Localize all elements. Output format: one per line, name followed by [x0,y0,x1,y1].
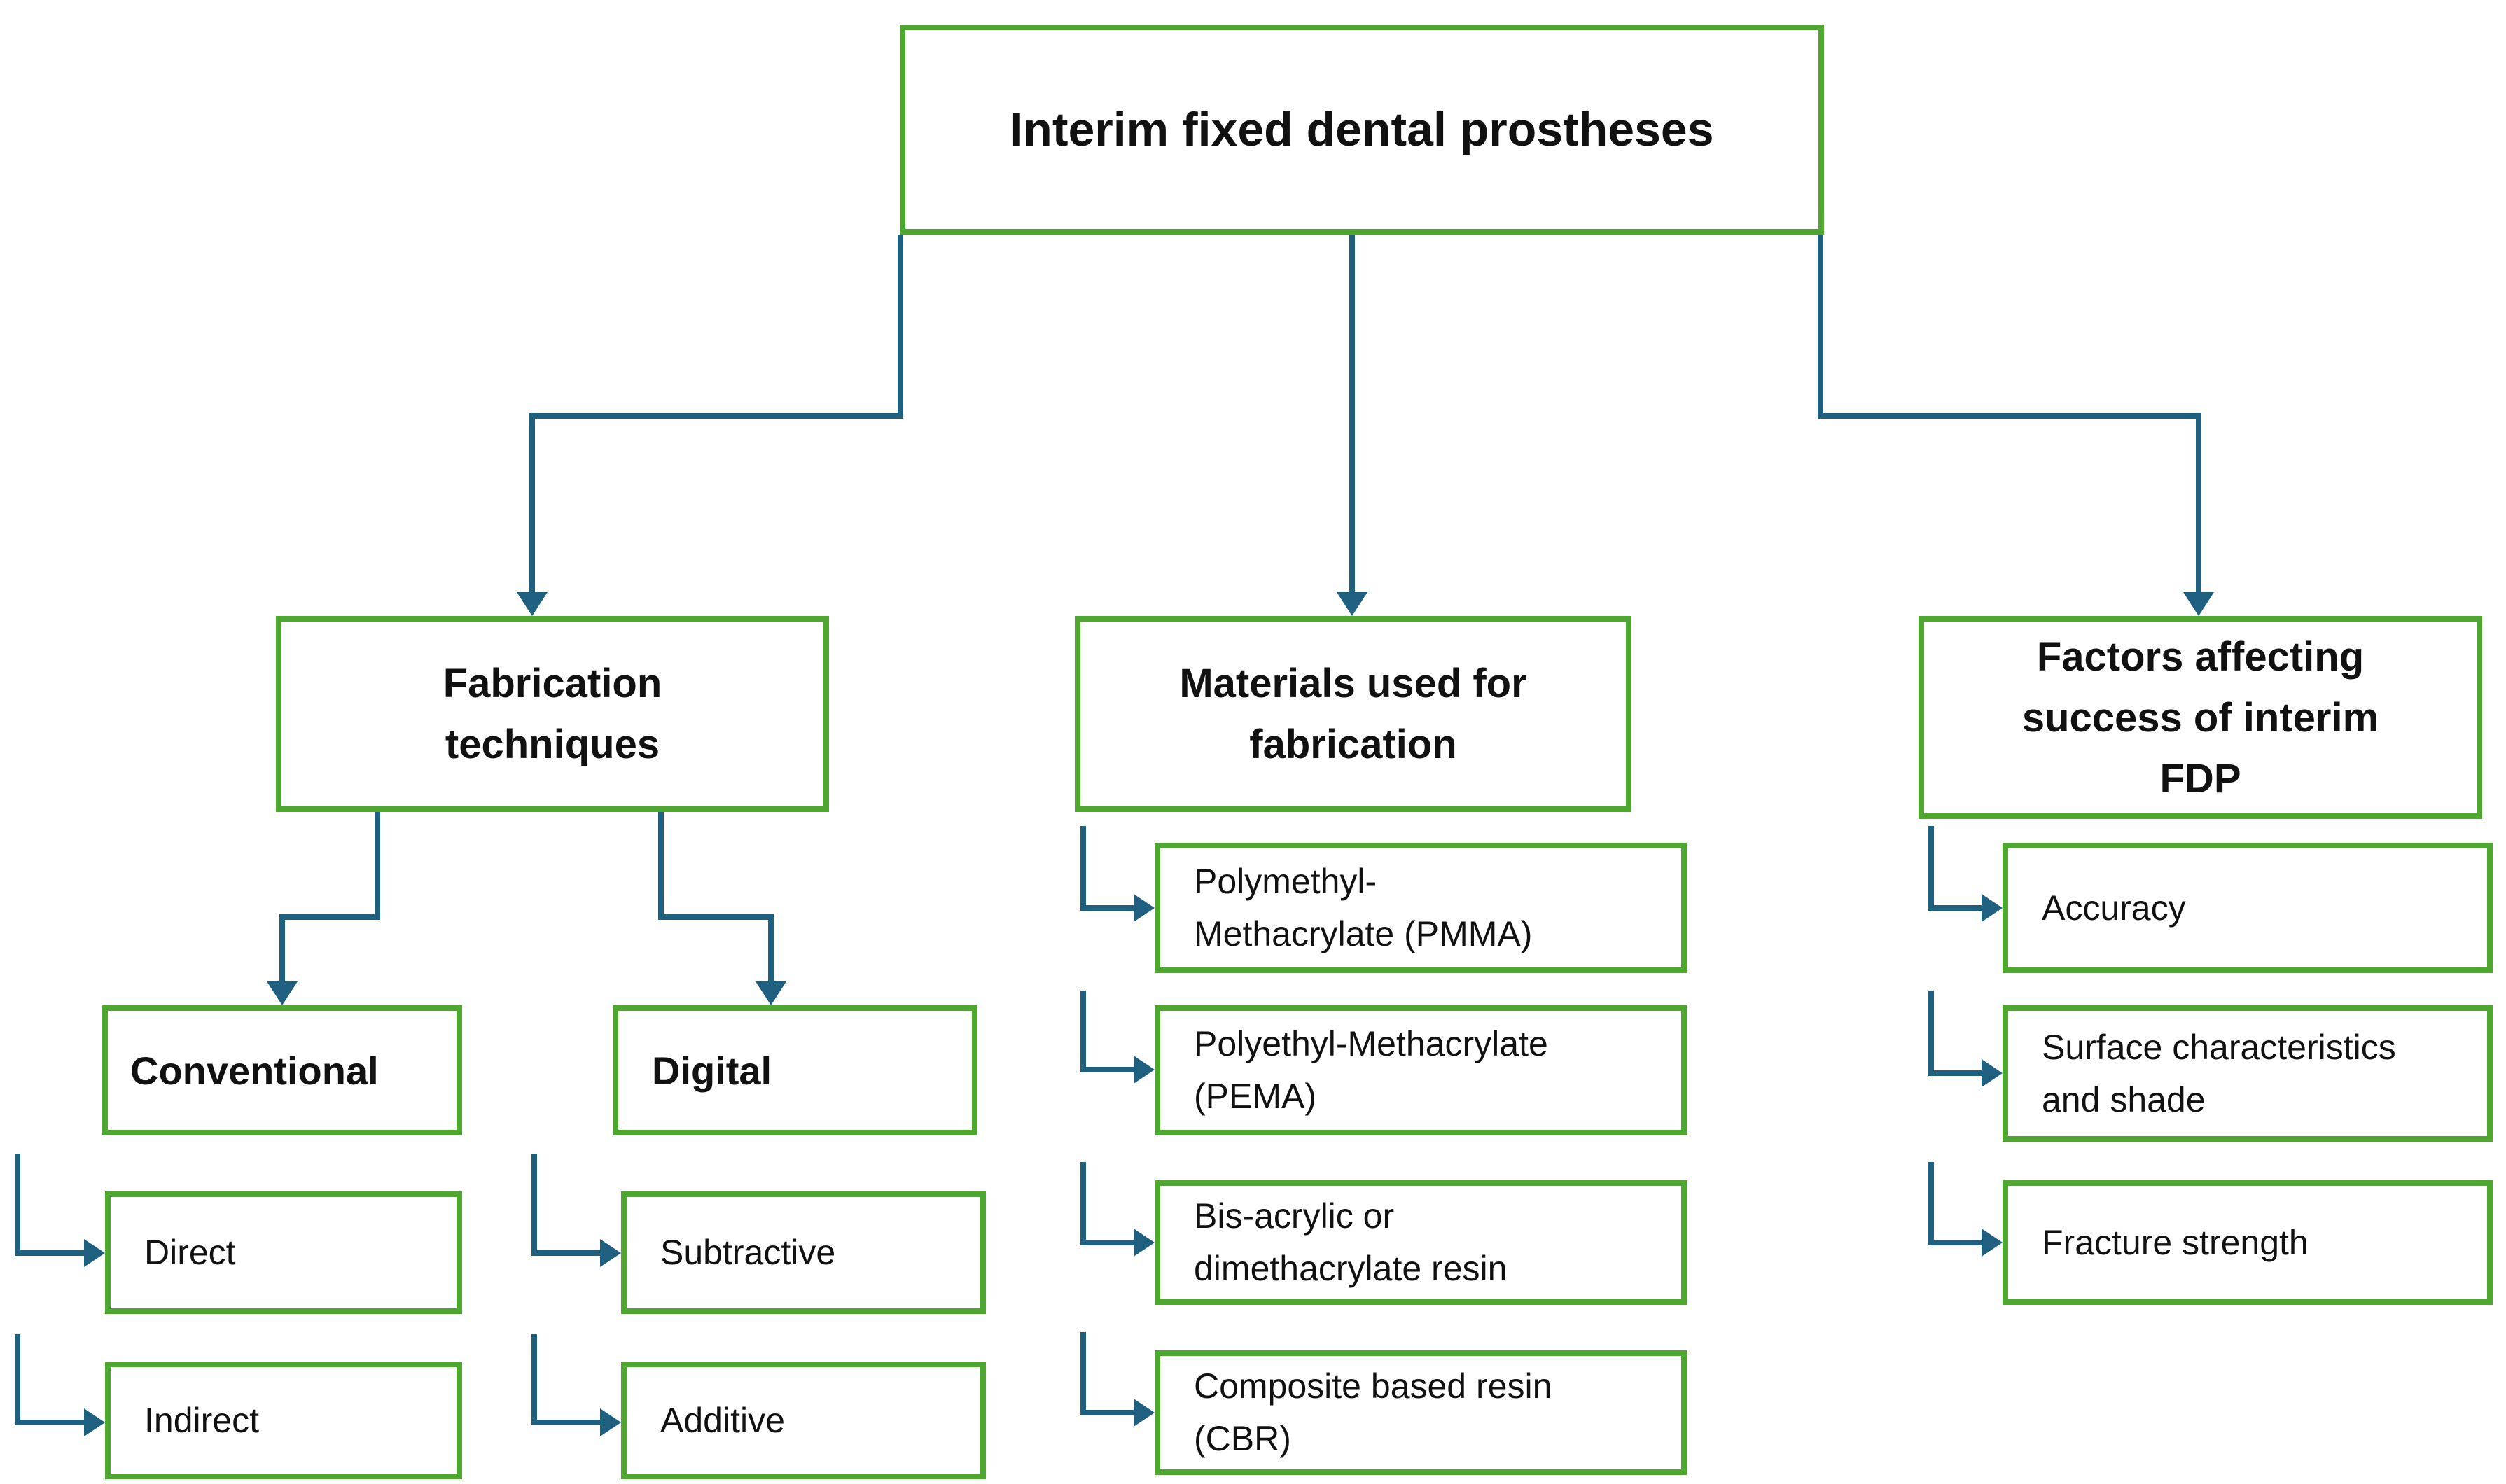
arrow-right-icon [1134,1056,1155,1084]
node-label-line: Fabrication [443,661,662,706]
node-cbr: Composite based resin (CBR) [1155,1350,1687,1475]
connector-factors-to-surface [1928,990,1934,1076]
node-interim-fixed-dental-prostheses: Interim fixed dental prostheses [900,24,1824,234]
node-label-line: Polyethyl-Methacrylate [1194,1024,1548,1063]
arrow-right-icon [1982,894,2003,922]
arrow-down-icon [267,981,298,1005]
node-direct: Direct [105,1191,462,1314]
node-label: Fracture strength [2042,1222,2309,1262]
node-label: Accuracy [2042,888,2186,927]
connector-fabrication-to-digital [768,914,774,981]
node-subtractive: Subtractive [621,1191,986,1314]
node-label-line: Surface characteristics [2042,1027,2396,1067]
node-bis-acrylic: Bis-acrylic or dimethacrylate resin [1155,1180,1687,1305]
connector-root-to-materials [1349,235,1355,592]
node-fracture-strength: Fracture strength [2003,1180,2493,1305]
node-factors-affecting-success: Factors affecting success of interim FDP [1919,616,2482,819]
connector-materials-to-pema [1080,990,1086,1072]
connector-fabrication-to-conventional [279,914,285,981]
connector-root-to-fabrication [529,413,535,592]
connector-factors-to-fracture [1928,1240,1982,1245]
arrow-down-icon [756,981,786,1005]
node-label: Direct [144,1233,236,1272]
node-label: Conventional [130,1048,379,1093]
node-label-line: Bis-acrylic or [1194,1196,1395,1236]
node-label: Digital [652,1048,772,1093]
node-surface-characteristics: Surface characteristics and shade [2003,1005,2493,1142]
node-label: Interim fixed dental prostheses [1010,103,1714,156]
arrow-down-icon [1337,592,1367,616]
arrow-right-icon [1982,1228,2003,1256]
node-accuracy: Accuracy [2003,843,2493,973]
connector-root-to-fabrication [529,413,903,419]
node-label-line: fabrication [1249,722,1457,767]
connector-materials-to-pmma [1080,905,1134,911]
connector-factors-to-accuracy [1928,905,1982,911]
node-materials-used-for-fabrication: Materials used for fabrication [1075,616,1631,812]
connector-fabrication-to-conventional [279,914,380,920]
connector-materials-to-cbr [1080,1332,1086,1415]
connector-fabrication-to-digital [658,812,664,920]
arrow-right-icon [1134,1399,1155,1427]
node-indirect: Indirect [105,1362,462,1479]
connector-factors-to-fracture [1928,1162,1934,1245]
node-label-line: Polymethyl- [1194,862,1377,901]
connector-factors-to-surface [1928,1070,1982,1076]
connector-root-to-factors [1818,235,1823,413]
node-label-line: Composite based resin [1194,1366,1552,1406]
node-digital: Digital [613,1005,977,1135]
node-label-line: (PEMA) [1194,1077,1316,1116]
connector-root-to-fabrication [898,235,903,413]
node-fabrication-techniques: Fabrication techniques [276,616,829,812]
node-label-line: (CBR) [1194,1419,1291,1458]
connector-root-to-factors [1818,413,2201,419]
connector-digital-to-additive [531,1334,537,1425]
node-label-line: Methacrylate (PMMA) [1194,914,1533,953]
node-additive: Additive [621,1362,986,1479]
connector-materials-to-pmma [1080,826,1086,911]
arrow-right-icon [1134,1228,1155,1256]
connector-root-to-factors [2196,413,2201,592]
node-label-line: Materials used for [1179,661,1527,706]
connector-digital-to-subtractive [531,1154,537,1256]
connector-materials-to-bis-acrylic [1080,1162,1086,1245]
connector-digital-to-subtractive [531,1250,600,1256]
node-label: Subtractive [660,1233,836,1272]
node-conventional: Conventional [102,1005,462,1135]
connector-materials-to-cbr [1080,1410,1134,1415]
connector-conventional-to-indirect [15,1334,20,1425]
node-label-line: and shade [2042,1079,2206,1119]
connector-materials-to-pema [1080,1067,1134,1072]
arrow-right-icon [84,1408,105,1436]
connector-fabrication-to-digital [658,914,771,920]
arrow-right-icon [1982,1059,2003,1087]
connector-conventional-to-direct [15,1250,84,1256]
connector-materials-to-bis-acrylic [1080,1240,1134,1245]
arrow-right-icon [600,1408,621,1436]
node-label-line: dimethacrylate resin [1194,1249,1508,1288]
node-label: Indirect [144,1400,259,1440]
node-pema: Polyethyl-Methacrylate (PEMA) [1155,1005,1687,1135]
node-label-line: FDP [2159,755,2241,802]
connector-conventional-to-direct [15,1154,20,1256]
arrow-right-icon [600,1239,621,1267]
node-label-line: techniques [445,722,660,767]
node-label-line: Factors affecting [2036,634,2365,680]
node-pmma: Polymethyl- Methacrylate (PMMA) [1155,843,1687,973]
connector-factors-to-accuracy [1928,826,1934,911]
connector-conventional-to-indirect [15,1420,84,1425]
connector-fabrication-to-conventional [375,812,380,920]
connector-digital-to-additive [531,1420,600,1425]
node-label-line: success of interim [2021,694,2379,741]
arrow-down-icon [2183,592,2214,616]
node-label: Additive [660,1400,785,1440]
arrow-down-icon [517,592,548,616]
arrow-right-icon [84,1239,105,1267]
arrow-right-icon [1134,894,1155,922]
